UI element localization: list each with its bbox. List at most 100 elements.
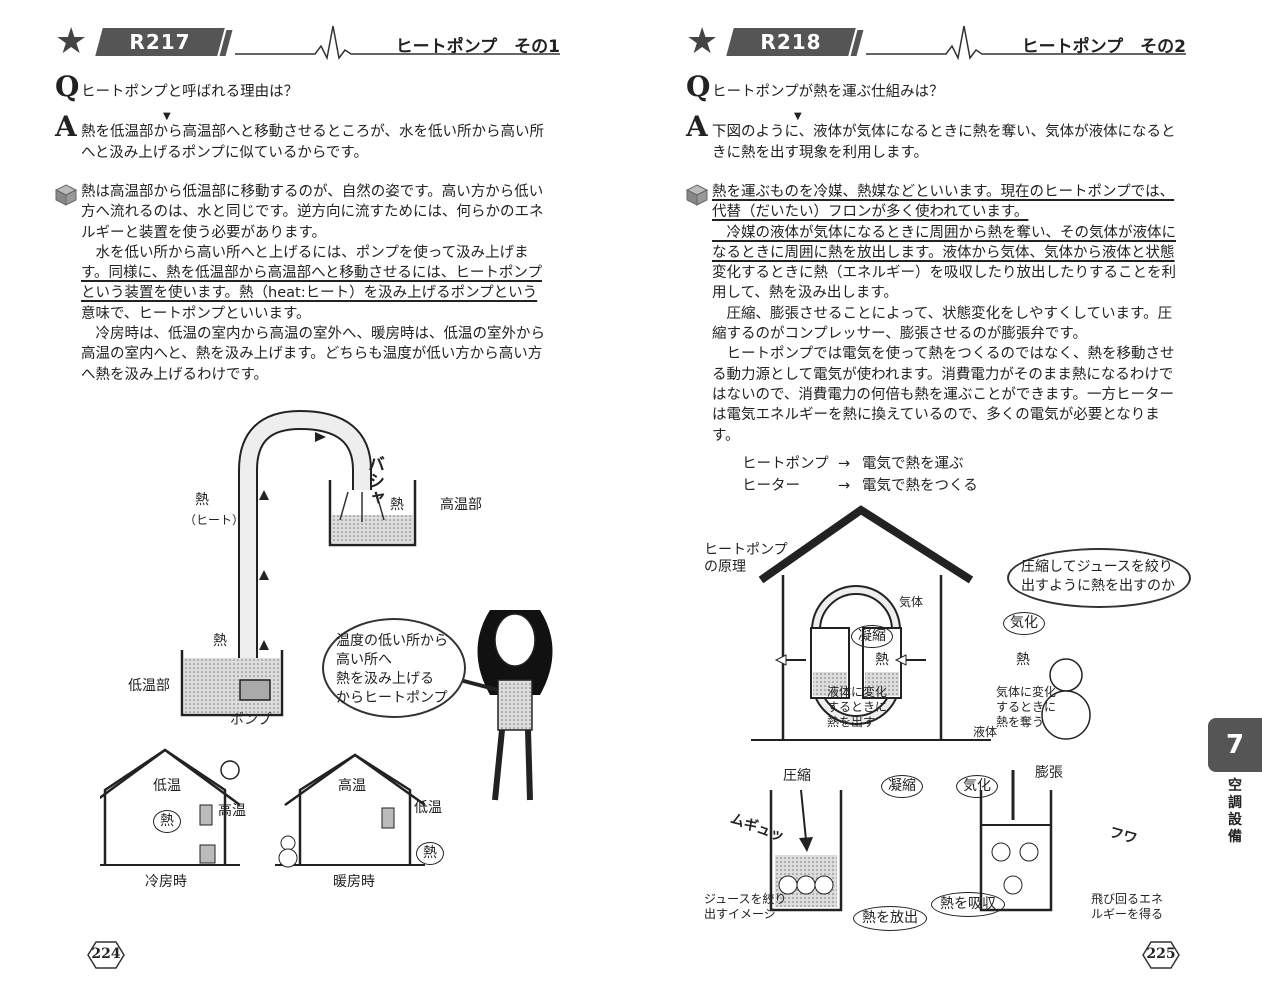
heating-caption: 暖房時 xyxy=(333,874,375,890)
answer-line: きに熱を出す現象を利用します。 xyxy=(712,145,929,161)
absorb-heat-badge: 熱を吸収 xyxy=(931,892,1005,917)
low-temp-label: 低温部 xyxy=(128,678,170,694)
heat-reading: （ヒート） xyxy=(184,513,245,527)
section-header: ★ R217 ヒートポンプ その1 xyxy=(55,24,560,60)
warm-heat-badge: 熱 xyxy=(416,842,444,865)
heat-label-high: 熱 xyxy=(390,497,404,513)
release-heat-badge: 熱を放出 xyxy=(853,906,927,931)
question-text: ヒートポンプが熱を運ぶ仕組みは？ xyxy=(712,84,944,100)
question-text: ヒートポンプと呼ばれる理由は？ xyxy=(81,84,299,100)
pump-label: ポンプ xyxy=(230,712,272,728)
question-block: Q ヒートポンプと呼ばれる理由は？ ▼ xyxy=(55,73,560,123)
warm-high-label: 高温 xyxy=(338,778,366,794)
body-line: す。同様に、熱を低温部から高温部へと移動させるには、ヒートポンプ xyxy=(81,265,542,282)
speech-bubble: 圧縮してジュースを絞り 出すように熱を出すのか xyxy=(1007,548,1191,608)
cube-icon xyxy=(55,184,77,206)
high-temp-label: 高温部 xyxy=(440,497,482,513)
page-number-frame-icon xyxy=(1142,941,1180,969)
release-note: 液体に変化 するときに 熱を出す xyxy=(827,685,888,729)
gas-label: 気体 xyxy=(899,595,924,609)
pulse-line-icon xyxy=(235,25,560,60)
page-number: 225 xyxy=(1141,940,1181,970)
body-line: はないので、消費電力の何倍も熱を運ぶことができます。一方ヒーター xyxy=(712,386,1174,403)
section-code-badge: R217 xyxy=(95,28,225,56)
section-title: ヒートポンプ その1 xyxy=(395,37,560,57)
body-line: 圧縮、膨張させることによって、状態変化をしやすくしています。圧 xyxy=(712,305,1173,322)
pump-illustration xyxy=(100,410,553,868)
heat-label: 熱 xyxy=(195,492,209,508)
body-line: なるときに周囲に熱を放出します。液体から気体、気体から液体と状態 xyxy=(712,244,1175,261)
body-line: 方へ流れるのは、水と同じです。逆方向に流すためには、何らかのエネ xyxy=(81,204,544,221)
body-line: 縮するのがコンプレッサー、膨張させるのが膨張弁です。 xyxy=(712,326,1087,343)
q-label: Q xyxy=(55,70,80,103)
star-icon: ★ xyxy=(55,21,88,62)
section-code: R218 xyxy=(760,30,822,54)
condense-badge-2: 凝縮 xyxy=(881,775,923,798)
bubble-line: 出すように熱を出すのか xyxy=(1021,578,1175,594)
section-header: ★ R218 ヒートポンプ その2 xyxy=(686,24,1186,60)
body-line: 冷房時は、低温の室内から高温の室外へ、暖房時は、低温の室外から xyxy=(81,326,545,343)
condense-badge: 凝縮 xyxy=(851,625,893,648)
body-text: 熱を運ぶものを冷媒、熱媒などといいます。現在のヒートポンプでは、 代替（だいたい… xyxy=(686,182,1186,446)
answer-line: 下図のように、液体が気体になるときに熱を奪い、気体が液体になると xyxy=(712,124,1176,140)
chapter-label: 空調設備 xyxy=(1228,778,1242,845)
warm-low-label: 低温 xyxy=(414,800,442,816)
answer-block: A 熱を低温部から高温部へと移動させるところが、水を低い所から高い所 へと汲み上… xyxy=(55,113,560,164)
juice-note: ジュースを絞り 出すイメージ xyxy=(704,892,787,921)
page-left: ★ R217 ヒートポンプ その1 Q ヒートポンプと呼ばれる理由は？ ▼ A … xyxy=(55,24,560,970)
page-number: 224 xyxy=(86,940,126,970)
cool-heat-badge: 熱 xyxy=(153,810,181,833)
comparison-list: ヒートポンプ→電気で熱を運ぶ ヒーター→電気で熱をつくる xyxy=(742,453,978,497)
bubble-line: 温度の低い所から xyxy=(336,633,448,649)
section-code-badge: R218 xyxy=(726,28,856,56)
expand-label: 膨張 xyxy=(1035,765,1063,781)
answer-line: 熱を低温部から高温部へと移動させるところが、水を低い所から高い所 xyxy=(81,124,544,140)
page-right: ★ R218 ヒートポンプ その2 Q ヒートポンプが熱を運ぶ仕組みは？ ▼ A… xyxy=(631,0,1262,1000)
body-line: 冷媒の液体が気体になるときに周囲から熱を奪い、その気体が液体に xyxy=(712,224,1176,241)
answer-block: A 下図のように、液体が気体になるときに熱を奪い、気体が液体になると きに熱を出… xyxy=(686,113,1186,164)
body-line: 用して、熱を汲み出します。 xyxy=(712,285,898,302)
down-triangle-icon: ▼ xyxy=(794,111,802,122)
bubble-line: からヒートポンプ xyxy=(336,690,448,706)
liquid-label: 液体 xyxy=(973,725,998,739)
cool-low-label: 低温 xyxy=(153,778,181,794)
chapter-tab[interactable]: 7 空調設備 xyxy=(1208,718,1262,928)
woman-illustration xyxy=(459,610,553,801)
body-line: 意味で、ヒートポンプといいます。 xyxy=(81,305,311,322)
cube-icon xyxy=(686,184,708,206)
chapter-number: 7 xyxy=(1208,718,1262,772)
body-line: へ熱を汲み上げるわけです。 xyxy=(81,366,269,383)
body-line: 高温の室内へと、熱を汲み上げます。どちらも温度が低い方から高い方 xyxy=(81,346,543,363)
bubble-line: 熱を汲み上げる xyxy=(336,671,434,687)
cool-high-label: 高温 xyxy=(218,803,246,819)
question-block: Q ヒートポンプが熱を運ぶ仕組みは？ ▼ xyxy=(686,73,1186,123)
body-line: 熱は高温部から低温部に移動するのが、自然の姿です。高い方から低い xyxy=(81,184,544,200)
body-text: 熱は高温部から低温部に移動するのが、自然の姿です。高い方から低い 方へ流れるのは… xyxy=(55,182,555,385)
body-line: という装置を使います。熱（heat:ヒート）を汲み上げるポンプという xyxy=(81,285,538,302)
splash-sfx: バシャ xyxy=(364,455,384,506)
evaporate-badge-2: 気化 xyxy=(956,775,998,798)
section-code: R217 xyxy=(129,30,191,54)
speech-bubble: 温度の低い所から 高い所へ 熱を汲み上げる からヒートポンプ xyxy=(322,618,466,718)
body-line: ルギーと装置を使う必要があります。 xyxy=(81,224,327,241)
body-line: る動力源として電気が使われます。消費電力がそのまま熱になるわけで xyxy=(712,366,1174,383)
a-label: A xyxy=(686,110,708,143)
body-line: は電気エネルギーを熱に換えているので、多くの電気が必要となりま xyxy=(712,407,1160,424)
down-triangle-icon: ▼ xyxy=(163,111,171,122)
page-number-text: 225 xyxy=(1146,946,1176,962)
body-line: ヒートポンプでは電気を使って熱をつくるのではなく、熱を移動させ xyxy=(712,346,1175,363)
principle-label: ヒートポンプ の原理 xyxy=(704,542,788,575)
evaporate-badge: 気化 xyxy=(1003,612,1045,635)
heat-label-low: 熱 xyxy=(213,633,227,649)
heat-in-label: 熱 xyxy=(1016,652,1030,668)
cooling-caption: 冷房時 xyxy=(145,874,187,890)
body-line: す。 xyxy=(712,427,740,444)
heat-pump-diagram xyxy=(751,505,1091,912)
pulse-line-icon xyxy=(866,25,1186,60)
page-number-frame-icon xyxy=(87,941,125,969)
bubble-line: 圧縮してジュースを絞り xyxy=(1021,559,1173,575)
page-number-text: 224 xyxy=(91,946,121,962)
star-icon: ★ xyxy=(686,21,719,62)
a-label: A xyxy=(55,110,77,143)
fly-note: 飛び回るエネ ルギーを得る xyxy=(1091,892,1164,921)
